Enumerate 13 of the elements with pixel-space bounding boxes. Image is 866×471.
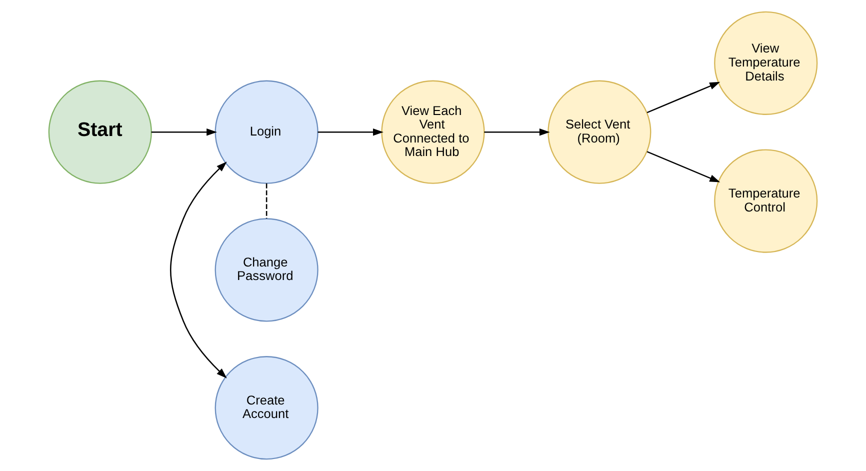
node-circle: Change Password	[214, 218, 318, 322]
connector	[266, 183, 268, 219]
arrow	[318, 128, 384, 136]
arrow	[646, 82, 720, 114]
node-circle: Start	[48, 80, 152, 184]
node-circle: View Each Vent Connected to Main Hub	[381, 80, 485, 184]
node-circle: Select Vent (Room)	[548, 80, 652, 184]
arrow	[170, 162, 227, 378]
arrow	[484, 128, 550, 136]
arrow	[646, 151, 720, 182]
arrow	[151, 128, 218, 136]
node-circle: Temperature Control	[714, 149, 818, 253]
node-circle: View Temperature Details	[714, 11, 818, 115]
